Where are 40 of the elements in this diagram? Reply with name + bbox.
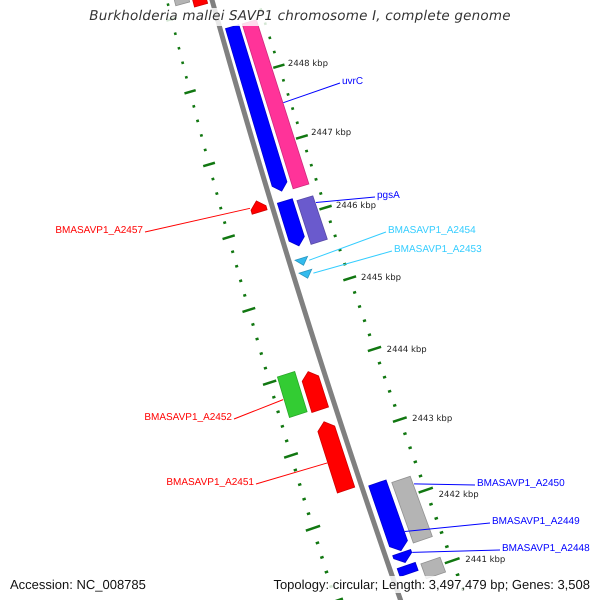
gene-label: BMASAVP1_A2457	[55, 226, 143, 236]
gene-bar	[392, 549, 412, 564]
scale-label: 2442 kbp	[438, 490, 479, 500]
leader-line	[234, 399, 284, 420]
gene-label: BMASAVP1_A2448	[502, 544, 590, 554]
leader-line	[404, 522, 490, 532]
scale-label: 2446 kbp	[336, 202, 376, 211]
gene-bar	[276, 371, 308, 418]
gene-bar	[302, 371, 330, 413]
leader-line	[308, 232, 386, 261]
gene-bar	[250, 200, 268, 215]
gene-bar	[296, 195, 328, 245]
leader-line	[414, 483, 476, 486]
gene-label: uvrC	[342, 77, 364, 87]
gene-bar	[298, 268, 312, 279]
gene-label: pgsA	[377, 191, 400, 201]
gene-bar	[276, 198, 305, 246]
leader-line	[312, 250, 392, 274]
scale-label: 2448 kbp	[288, 60, 328, 68]
gene-label: BMASAVP1_A2452	[144, 413, 232, 423]
leader-line	[144, 208, 251, 232]
scale-label: 2444 kbp	[386, 346, 427, 354]
gene-bar	[368, 480, 408, 552]
gene-label: BMASAVP1_A2450	[477, 479, 565, 489]
gene-bar	[317, 421, 356, 494]
leader-line	[315, 196, 376, 203]
gene-label: BMASAVP1_A2451	[166, 478, 254, 488]
gene-bar	[391, 476, 433, 544]
leader-line	[282, 82, 340, 104]
gene-label: BMASAVP1_A2454	[388, 226, 476, 236]
gene-label: BMASAVP1_A2453	[394, 245, 482, 255]
gene-bar	[294, 256, 308, 266]
scale-label: 2441 kbp	[465, 556, 506, 564]
scale-label: 2443 kbp	[412, 415, 452, 424]
gene-label: BMASAVP1_A2449	[492, 517, 580, 527]
scale-label: 2447 kbp	[311, 129, 352, 138]
leader-line	[256, 462, 328, 484]
gene-bar	[224, 24, 288, 192]
leader-line	[412, 550, 500, 553]
scale-label: 2445 kbp	[361, 274, 402, 282]
